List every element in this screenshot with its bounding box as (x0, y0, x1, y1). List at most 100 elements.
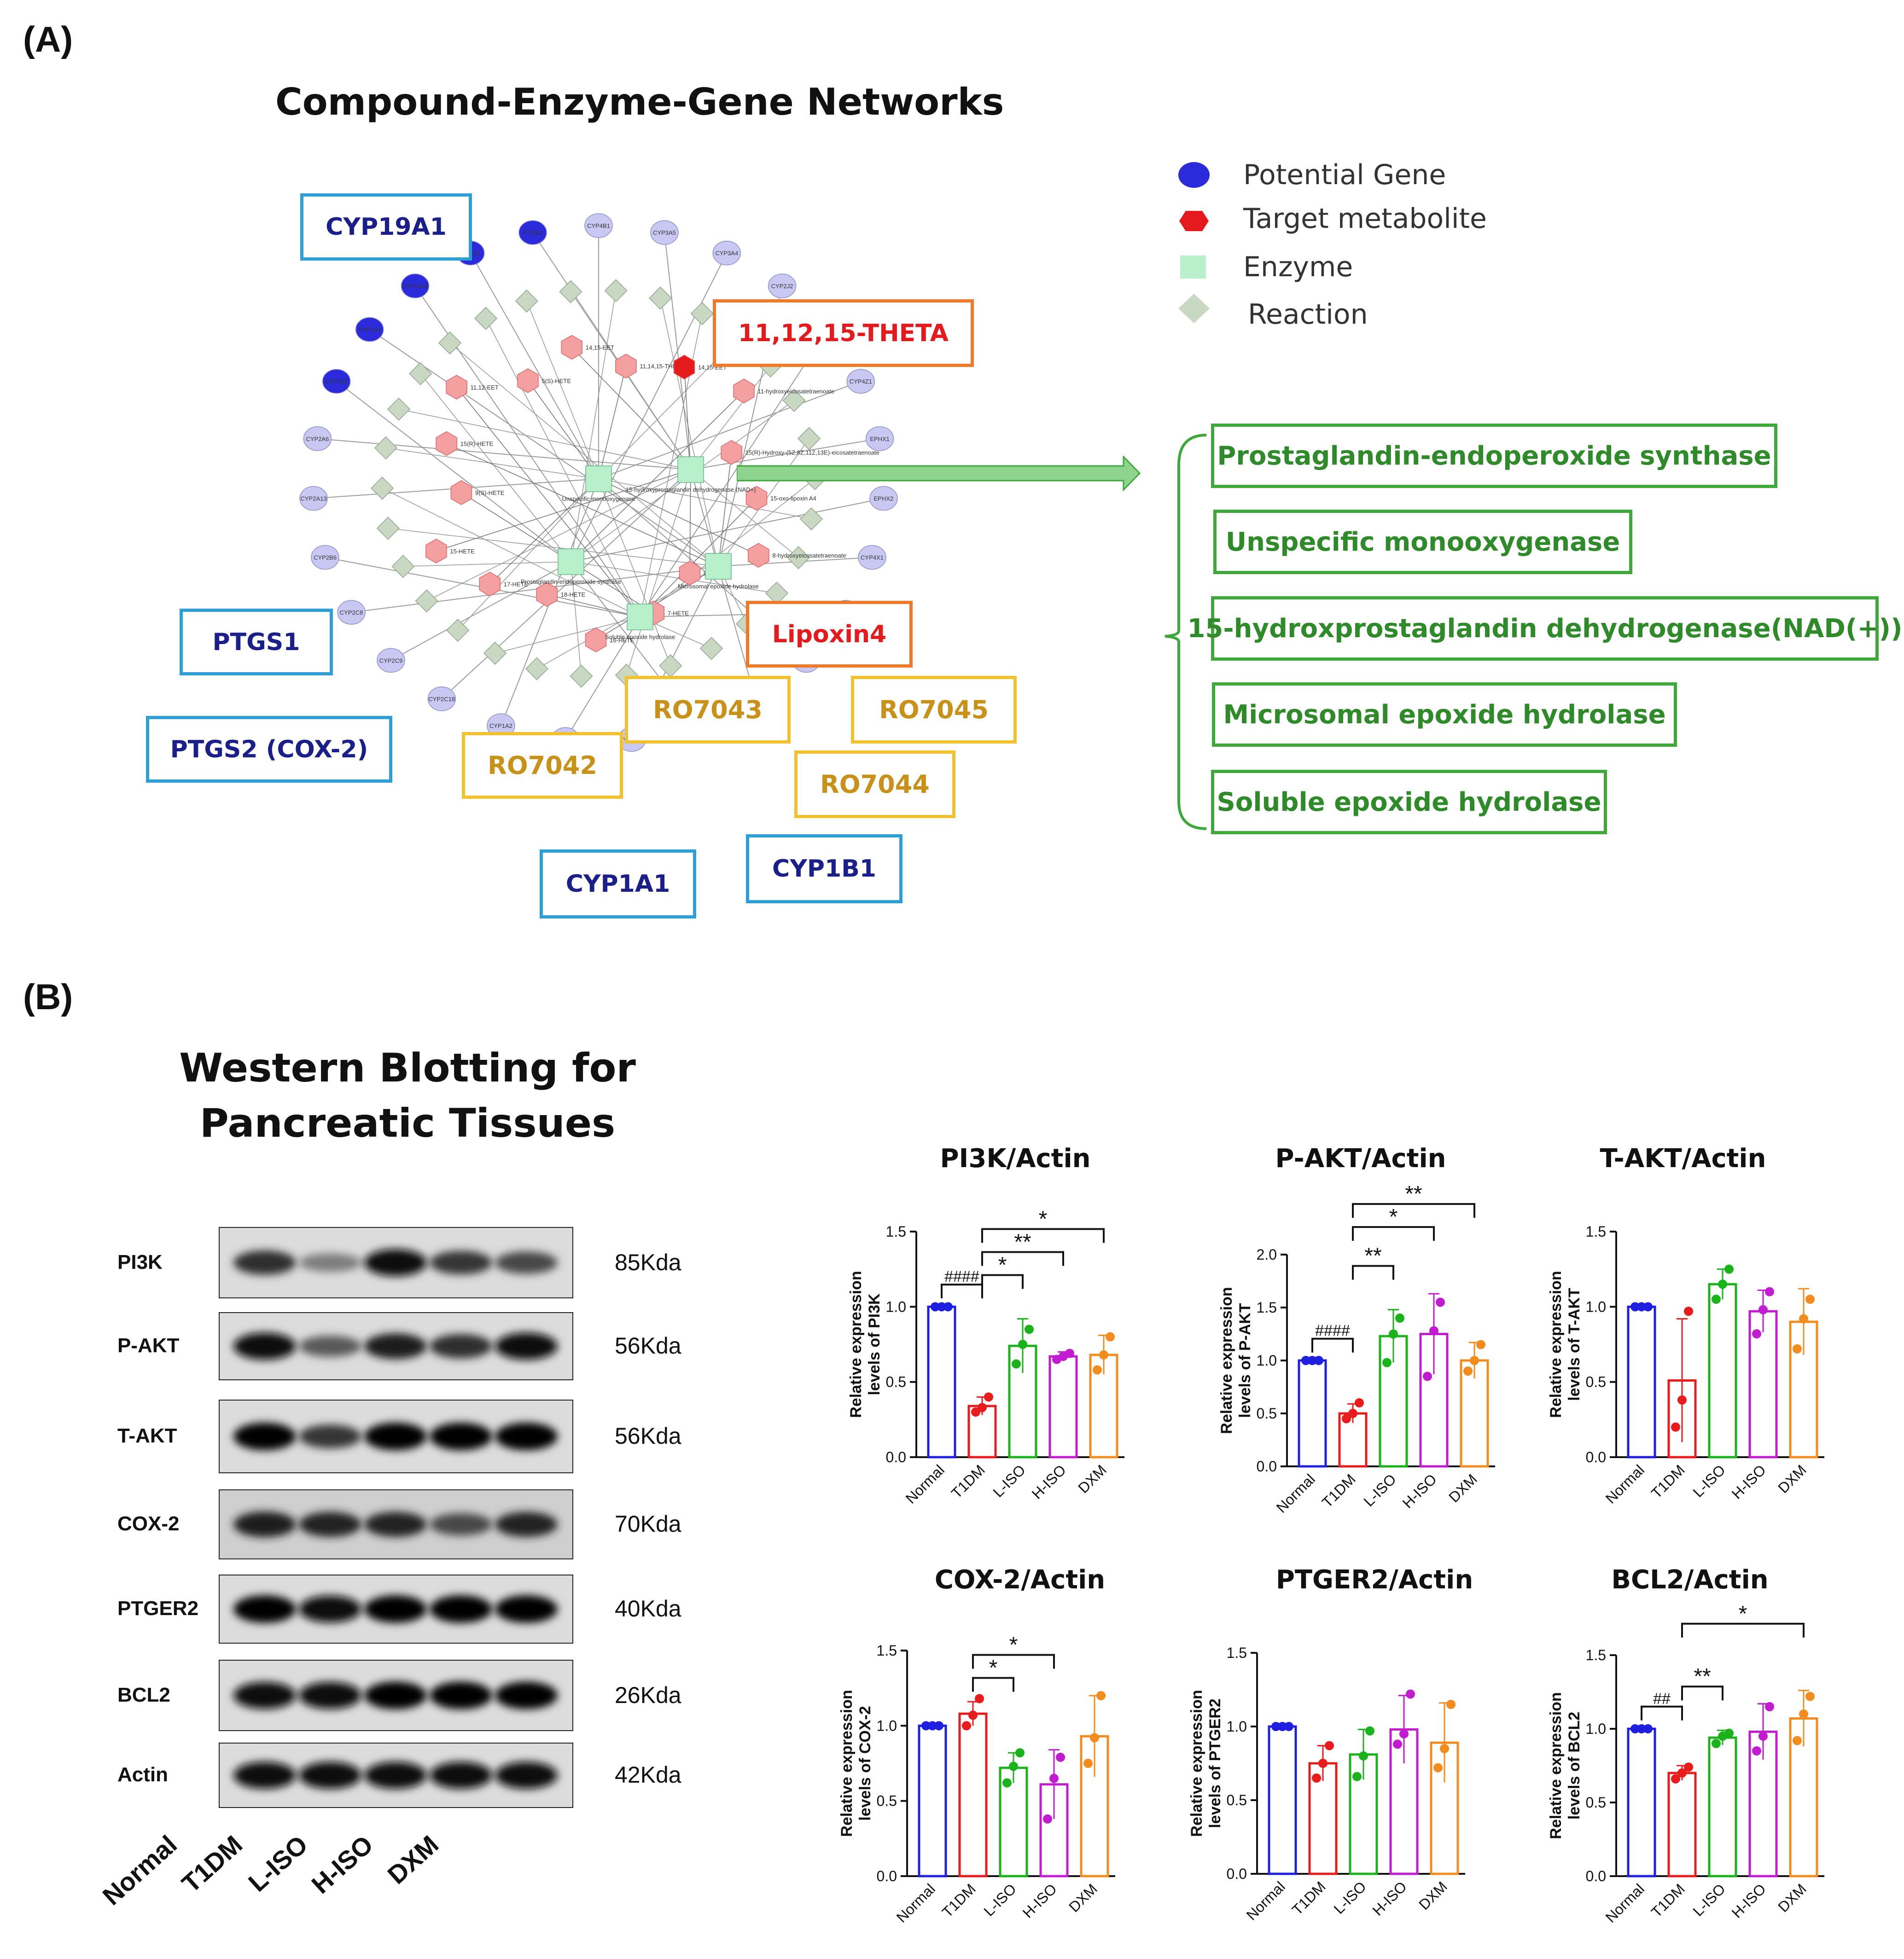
network-metabolite-node (436, 431, 457, 456)
blot-band (233, 1250, 296, 1275)
network-edge (461, 492, 571, 562)
y-tick-label: 0.0 (1586, 1868, 1606, 1884)
blot-band (233, 1423, 296, 1450)
blot-band (495, 1761, 558, 1789)
network-metabolite-label: 15-HETE (450, 548, 475, 555)
network-reaction-node (374, 436, 398, 459)
enzyme-item-3: 15-hydroxprostaglandin dehydrogenase(NAD… (1187, 596, 1903, 661)
legend-gene-symbol (1178, 162, 1210, 188)
network-gene-node (427, 686, 456, 711)
network-enzyme-label: 15-hydroxyprostaglandin dehydrogenase (N… (626, 486, 756, 493)
chart-title: BCL2/Actin (1611, 1565, 1768, 1595)
significance-label: * (1039, 1207, 1048, 1231)
network-edge (598, 478, 812, 519)
significance-bracket (972, 1677, 1014, 1692)
network-metabolite-label: 15(R)-HETE (460, 441, 494, 448)
callout-11-12-15-theta: 11,12,15-THETA (713, 299, 974, 367)
data-point (1718, 1279, 1727, 1289)
network-gene-node-label: CYP4B1 (587, 222, 610, 229)
callout-ro7045: RO7045 (851, 676, 1017, 744)
network-metabolite-label: 11,12-EET (471, 384, 499, 391)
x-tick-label: DXM (1775, 1461, 1810, 1496)
data-point (943, 1302, 953, 1312)
data-point (1318, 1759, 1328, 1768)
network-edge (446, 443, 719, 567)
data-point (937, 1302, 946, 1312)
network-edge (382, 488, 640, 617)
bar (927, 1305, 956, 1459)
significance-label: ** (1014, 1230, 1031, 1254)
data-point (1312, 1773, 1321, 1783)
blot-band (299, 1424, 361, 1448)
data-point (1278, 1722, 1287, 1731)
blot-band (364, 1595, 427, 1623)
network-edge (369, 329, 719, 567)
data-point (1677, 1395, 1687, 1405)
significance-bracket (941, 1284, 983, 1299)
network-gene-node-label: CYP2A13 (301, 495, 327, 502)
y-tick-label: 1.5 (1257, 1299, 1277, 1316)
data-point (1406, 1689, 1415, 1699)
network-metabolite-node (745, 486, 768, 511)
network-gene-node-label: CYP2J2 (771, 283, 793, 290)
data-point (1793, 1736, 1802, 1745)
significance-bracket (1681, 1622, 1805, 1638)
network-metabolite-node (561, 335, 583, 360)
x-tick-label: L-ISO (1360, 1471, 1399, 1510)
network-reaction-node (387, 397, 411, 421)
data-point (1671, 1774, 1680, 1784)
bar (1708, 1283, 1737, 1459)
blot-band (299, 1511, 361, 1537)
network-gene-node (299, 486, 328, 511)
legend-metabolite-label: Target metabolite (1243, 203, 1487, 235)
enzyme-item-4: Microsomal epoxide hydrolase (1212, 682, 1677, 747)
network-reaction-node (786, 546, 810, 570)
network-edge (565, 616, 640, 740)
blot-strip (219, 1312, 573, 1380)
blot-band (430, 1681, 492, 1709)
data-point (1765, 1287, 1774, 1296)
data-point (975, 1694, 984, 1703)
significance-bracket (1352, 1226, 1435, 1241)
network-reaction-node (525, 657, 548, 680)
chart-title: PTGER2/Actin (1276, 1565, 1473, 1595)
network-edge (690, 438, 880, 470)
significance-bracket (972, 1654, 1055, 1669)
callout-cyp19a1: CYP19A1 (300, 193, 472, 261)
y-tick-label: 1.0 (1586, 1721, 1606, 1737)
data-point (1724, 1264, 1734, 1274)
bar (958, 1712, 988, 1878)
enzyme-item-1: Prostaglandin-endoperoxide synthase (1211, 424, 1777, 488)
callout-ptgs2: PTGS2 (COX-2) (146, 716, 392, 783)
blot-band (430, 1250, 492, 1275)
network-metabolite-label: 11,14,15-THETA (640, 363, 684, 370)
data-point (978, 1403, 987, 1413)
callout-ro7043: RO7043 (625, 676, 791, 744)
blot-strip (219, 1660, 573, 1731)
significance-bracket (1352, 1203, 1475, 1218)
network-metabolite-node (425, 539, 447, 564)
significance-label: * (989, 1656, 998, 1680)
legend-reaction-label: Reaction (1248, 298, 1368, 331)
network-reaction-node (408, 362, 432, 385)
data-point (1677, 1768, 1687, 1778)
blot-band (299, 1682, 361, 1709)
data-point (1009, 1761, 1018, 1771)
bar (1298, 1359, 1327, 1468)
x-tick-label: L-ISO (1330, 1878, 1369, 1917)
data-point (1752, 1329, 1761, 1339)
legend-metabolite-symbol (1179, 211, 1209, 231)
data-point (1049, 1773, 1059, 1783)
network-metabolite-label: 15(R)-Hydroxy-(5Z,8Z,11Z,13E)-eicosatetr… (745, 449, 879, 456)
network-gene-node (865, 426, 894, 451)
blot-band (364, 1333, 427, 1359)
network-edge (403, 561, 571, 567)
network-reaction-node (376, 517, 400, 540)
data-point (962, 1721, 971, 1731)
blot-band (495, 1595, 558, 1623)
data-point (1643, 1724, 1653, 1733)
data-point (1724, 1728, 1734, 1738)
x-tick-label: Normal (1602, 1880, 1648, 1925)
